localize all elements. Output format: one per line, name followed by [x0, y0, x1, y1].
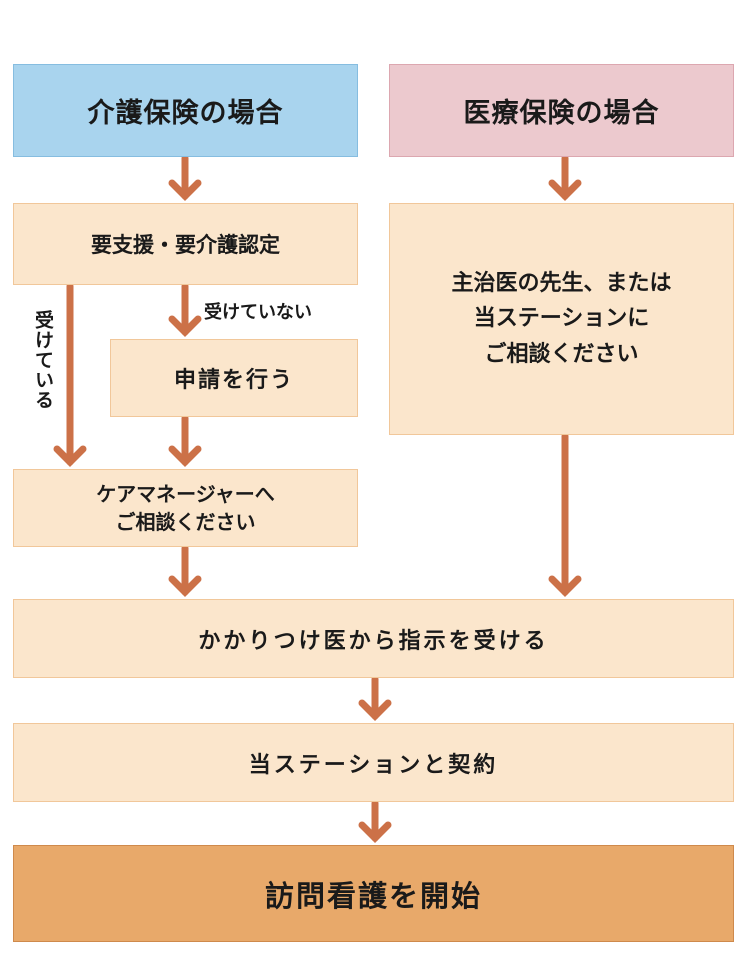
arrow-contract-to-start: [358, 799, 392, 843]
arrow-apply-to-care-manager: [168, 414, 202, 467]
doctor-instruction-label: かかりつけ医から指示を受ける: [198, 628, 549, 654]
arrow-kaigo-to-step1: [168, 154, 202, 201]
box-consult: 主治医の先生、または 当ステーションに ご相談ください: [389, 203, 734, 435]
apply-label: 申請を行う: [173, 368, 294, 393]
certification-label: 要支援・要介護認定: [91, 233, 280, 257]
box-certification: 要支援・要介護認定: [13, 203, 358, 285]
arrow-instruction-to-contract: [358, 675, 392, 721]
header-kaigo-label: 介護保険の場合: [87, 98, 284, 129]
arrow-care-manager-to-instruction: [168, 544, 202, 597]
start-visit-label: 訪問看護を開始: [264, 878, 482, 913]
arrow-step1-to-apply: [168, 282, 202, 337]
box-contract: 当ステーションと契約: [13, 723, 734, 802]
box-doctor-instruction: かかりつけ医から指示を受ける: [13, 599, 734, 678]
header-iryo: 医療保険の場合: [389, 64, 734, 157]
consult-line2: 当ステーションに: [473, 306, 650, 332]
arrow-consult-to-instruction: [548, 432, 582, 597]
not-received-label: 受けていない: [204, 302, 312, 323]
header-iryo-label: 医療保険の場合: [463, 98, 660, 129]
consult-line3: ご相談ください: [484, 341, 639, 367]
arrow-step1-to-care-manager: [53, 282, 87, 467]
box-care-manager: ケアマネージャーへ ご相談ください: [13, 469, 358, 547]
received-label: 受けている: [32, 310, 54, 410]
consult-line1: 主治医の先生、または: [451, 271, 672, 297]
care-manager-line2: ご相談ください: [115, 510, 256, 534]
contract-label: 当ステーションと契約: [248, 752, 499, 778]
box-apply: 申請を行う: [110, 339, 358, 417]
care-manager-line1: ケアマネージャーへ: [96, 482, 275, 506]
header-kaigo: 介護保険の場合: [13, 64, 358, 157]
arrow-iryo-to-consult: [548, 154, 582, 201]
box-start-visit: 訪問看護を開始: [13, 845, 734, 942]
